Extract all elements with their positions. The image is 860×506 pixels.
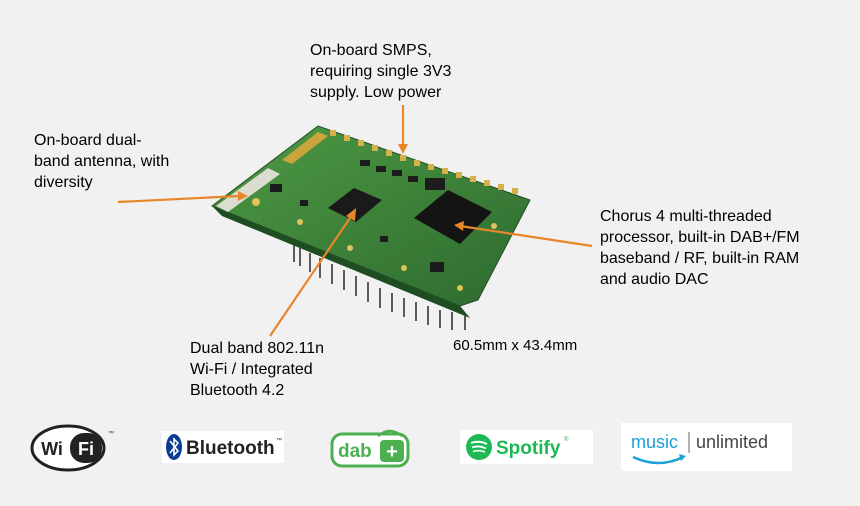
dab-plus-logo: dab + [330,426,410,470]
pcb-board-edge [212,206,470,318]
smps-line-1: On-board SMPS, [310,42,432,59]
wifi-line-3: Bluetooth 4.2 [190,382,285,399]
wifi-logo: Wi Fi ™ [30,424,116,472]
antenna-line-1: On-board dual- [34,132,142,149]
amazon-music-unlimited-logo: music unlimited [621,423,792,471]
antenna-trace [282,132,328,164]
amazon-music-text: music [631,432,678,452]
chorus-processor-chip [414,190,492,244]
wifi-logo-text-left: Wi [41,439,63,459]
amazon-smile-icon: music unlimited [631,432,768,465]
wifi-line-2: Wi-Fi / Integrated [190,361,313,378]
pcb-board [210,125,531,307]
spotify-logo-text: Spotify [496,438,561,459]
wifi-logo-text-right: Fi [78,439,94,459]
bluetooth-logo: Bluetooth ™ [162,431,284,463]
antenna-line-3: diversity [34,174,93,191]
top-header-pins [330,130,518,194]
spotify-logo: Spotify ® [460,430,593,464]
dab-plus-logo-icon: dab + [330,429,410,468]
bluetooth-rune-icon: Bluetooth ™ [166,434,282,460]
dimensions-label: 60.5mm x 43.4mm [453,337,578,354]
dab-logo-text: dab [338,441,372,462]
wifi-line-1: Dual band 802.11n [190,340,325,357]
wifi-bluetooth-chip [328,188,382,222]
bluetooth-logo-text: Bluetooth [186,438,275,459]
smps-line-2: requiring single 3V3 [310,63,452,80]
bluetooth-tm: ™ [276,437,282,444]
chorus-line-2: processor, built-in DAB+/FM [600,229,800,246]
callout-arrows [117,105,593,337]
spotify-tm: ® [564,436,569,443]
smd-components [270,160,445,272]
chorus-callout: Chorus 4 multi-threaded processor, built… [600,206,800,290]
solder-pads [252,198,497,291]
wifi-tm: ™ [108,430,114,437]
wifi-bt-callout: Dual band 802.11n Wi-Fi / Integrated Blu… [190,338,324,401]
antenna-line-2: band antenna, with [34,153,170,170]
chorus-line-3: baseband / RF, built-in RAM [600,250,800,267]
amazon-unlimited-text: unlimited [696,432,768,452]
smps-line-3: supply. Low power [310,84,442,101]
header-pins [293,232,466,330]
smps-callout: On-board SMPS, requiring single 3V3 supp… [310,40,451,103]
wifi-logo-icon: Wi Fi ™ [30,424,114,472]
dab-plus-sign: + [386,441,398,463]
chorus-line-4: and audio DAC [600,271,709,288]
antenna-callout: On-board dual- band antenna, with divers… [34,130,169,193]
spotify-icon: Spotify ® [466,434,569,460]
chorus-line-1: Chorus 4 multi-threaded [600,208,772,225]
antenna-strip [216,168,280,212]
